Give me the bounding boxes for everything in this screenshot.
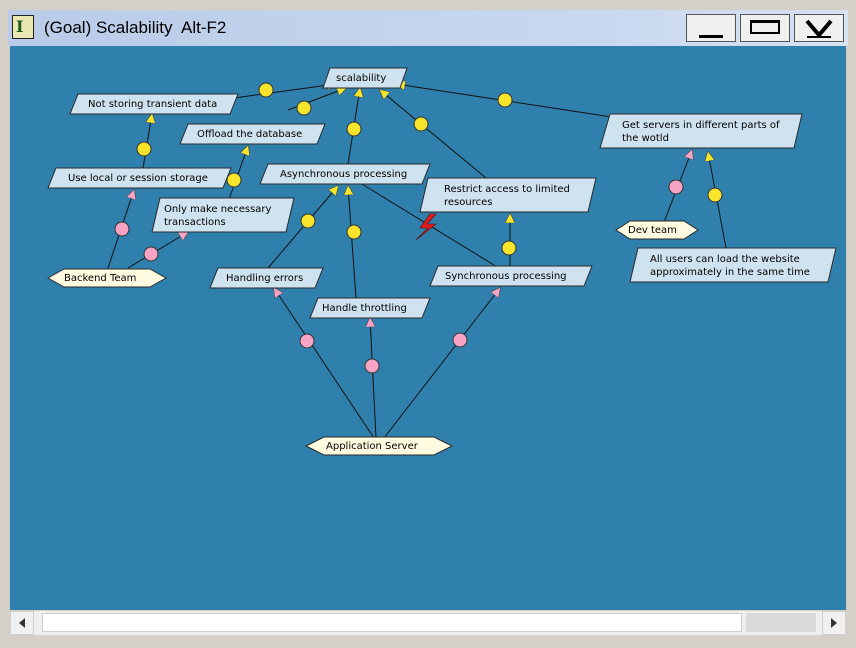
actor-backend-team[interactable]: Backend Team (64, 273, 137, 284)
goal-shape[interactable] (322, 67, 408, 89)
goal-shape[interactable] (47, 167, 232, 189)
dependency-line[interactable] (370, 318, 377, 439)
help-link-dot[interactable] (296, 100, 312, 116)
goal-label-line: Restrict access to limited (444, 184, 570, 195)
goal-label-line: the wotld (622, 133, 669, 144)
goal-label-line: All users can load the website (650, 254, 800, 265)
actor-dev-team[interactable]: Dev team (628, 225, 677, 236)
close-icon (805, 19, 833, 39)
help-link-dot[interactable] (413, 116, 429, 132)
scroll-left-icon (19, 618, 25, 628)
help-link-dot[interactable] (226, 172, 242, 188)
goal-not-storing-transient-data[interactable]: Not storing transient data (88, 99, 218, 110)
help-link-dot[interactable] (136, 141, 152, 157)
actor-shape[interactable] (615, 220, 699, 240)
help-link-dot[interactable] (497, 92, 513, 108)
minimize-button[interactable] (686, 14, 736, 42)
graph-canvas[interactable]: scalability Not storing transient data O… (10, 46, 846, 610)
goal-only-necessary-transactions[interactable]: Only make necessary transactions (164, 203, 271, 229)
goal-shape[interactable] (209, 267, 324, 289)
app-icon[interactable]: I (12, 15, 34, 39)
conflict-icon[interactable] (415, 213, 437, 241)
maximize-button[interactable] (740, 14, 790, 42)
horizontal-scrollbar[interactable] (10, 611, 846, 635)
help-link-dot[interactable] (707, 187, 723, 203)
actor-shape[interactable] (46, 268, 168, 288)
goal-shape[interactable] (599, 113, 803, 149)
goal-label-line: resources (444, 197, 493, 208)
dependency-link-dot[interactable] (668, 179, 684, 195)
link-line[interactable] (233, 84, 336, 99)
goal-restrict-access[interactable]: Restrict access to limited resources (444, 183, 570, 209)
goal-label-line: approximately in the same time (650, 267, 810, 278)
dependency-link-dot[interactable] (299, 333, 315, 349)
goal-use-local-storage[interactable]: Use local or session storage (68, 173, 208, 184)
scrollbar-track[interactable] (746, 613, 816, 632)
goal-shape[interactable] (419, 177, 597, 213)
goal-offload-database[interactable]: Offload the database (197, 129, 303, 140)
dependency-link-dot[interactable] (143, 246, 159, 262)
goal-label-line: Only make necessary (164, 204, 272, 215)
goal-shape[interactable] (69, 93, 239, 115)
goal-all-users-load[interactable]: All users can load the website approxima… (650, 253, 810, 279)
dependency-line[interactable] (383, 288, 500, 439)
goal-shape[interactable] (309, 297, 431, 319)
minimize-icon (699, 35, 723, 38)
link-line[interactable] (267, 186, 338, 269)
goal-shape[interactable] (259, 163, 431, 185)
maximize-icon (750, 20, 780, 34)
actor-application-server[interactable]: Application Server (326, 441, 418, 452)
help-link-dot[interactable] (300, 213, 316, 229)
dependency-line[interactable] (127, 232, 188, 269)
dependency-link-dot[interactable] (114, 221, 130, 237)
help-link-dot[interactable] (346, 121, 362, 137)
help-link-dot[interactable] (346, 224, 362, 240)
goal-handle-throttling[interactable]: Handle throttling (322, 303, 407, 314)
scroll-right-button[interactable] (822, 611, 846, 635)
close-button[interactable] (794, 14, 844, 42)
dependency-link-dot[interactable] (452, 332, 468, 348)
goal-handling-errors[interactable]: Handling errors (226, 273, 304, 284)
dependency-link-dot[interactable] (364, 358, 380, 374)
dependency-line[interactable] (274, 288, 375, 439)
link-line[interactable] (348, 186, 357, 299)
goal-label-line: Get servers in different parts of (622, 120, 780, 131)
goal-asynchronous-processing[interactable]: Asynchronous processing (280, 169, 408, 180)
help-link-dot[interactable] (258, 82, 274, 98)
help-link-dot[interactable] (501, 240, 517, 256)
link-line[interactable] (380, 90, 487, 179)
window-title: (Goal) Scalability Alt-F2 (44, 18, 227, 37)
goal-synchronous-processing[interactable]: Synchronous processing (445, 271, 567, 282)
goal-shape[interactable] (429, 265, 593, 287)
link-layer (46, 67, 837, 456)
scrollbar-thumb[interactable] (42, 613, 742, 632)
scroll-left-button[interactable] (10, 611, 34, 635)
scroll-right-icon (831, 618, 837, 628)
goal-scalability[interactable]: scalability (336, 73, 387, 84)
actor-shape[interactable] (304, 436, 454, 456)
goal-label-line: transactions (164, 217, 226, 228)
goal-shape[interactable] (629, 247, 837, 283)
goal-servers-different-parts[interactable]: Get servers in different parts of the wo… (622, 119, 780, 145)
goal-shape[interactable] (151, 197, 295, 233)
goal-shape[interactable] (179, 123, 326, 145)
title-bar[interactable]: I (Goal) Scalability Alt-F2 (8, 10, 848, 46)
